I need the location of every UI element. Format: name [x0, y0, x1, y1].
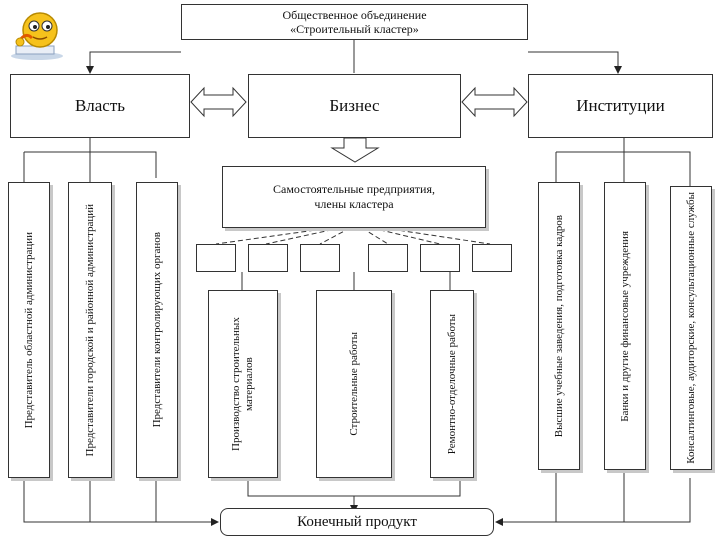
institution-column-3: Консалтинговые, аудиторские, консультаци…: [670, 186, 712, 470]
enterprises-box: Самостоятельные предприятия, члены класт…: [222, 166, 486, 228]
small-box: [420, 244, 460, 272]
institution-column-1: Высшие учебные заведения, подготовка кад…: [538, 182, 580, 470]
header-box: Общественное объединение «Строительный к…: [181, 4, 528, 40]
small-box: [196, 244, 236, 272]
institutions-box: Институции: [528, 74, 713, 138]
institution-column-3-label: Консалтинговые, аудиторские, консультаци…: [684, 192, 697, 464]
power-column-3: Представители контролирующих органов: [136, 182, 178, 478]
institution-column-2: Банки и другие финансовые учреждения: [604, 182, 646, 470]
power-column-2: Представители городской и районной админ…: [68, 182, 112, 478]
final-product-box: Конечный продукт: [220, 508, 494, 536]
small-box: [472, 244, 512, 272]
power-column-2-label: Представители городской и районной админ…: [83, 203, 96, 457]
power-label: Власть: [74, 96, 126, 115]
header-line1: Общественное объединение: [282, 8, 427, 22]
institution-column-2-label: Банки и другие финансовые учреждения: [618, 230, 631, 422]
enterprises-line1: Самостоятельные предприятия,: [272, 182, 435, 196]
final-product-label: Конечный продукт: [297, 513, 417, 530]
business-column-2-label: Строительные работы: [347, 332, 360, 436]
institutions-label: Институции: [576, 96, 665, 115]
small-box: [368, 244, 408, 272]
power-box: Власть: [10, 74, 190, 138]
business-label: Бизнес: [329, 96, 380, 115]
thinking-emoji-logo-icon: [6, 6, 68, 62]
small-box: [300, 244, 340, 272]
business-column-1: Производство строительных материалов: [208, 290, 278, 478]
business-box: Бизнес: [248, 74, 461, 138]
business-column-1-label: Производство строительных материалов: [230, 317, 255, 451]
enterprises-line2: члены кластера: [314, 197, 394, 211]
business-column-3: Ремонтно-отделочные работы: [430, 290, 474, 478]
small-box: [248, 244, 288, 272]
power-column-3-label: Представители контролирующих органов: [150, 232, 163, 428]
header-line2: «Строительный кластер»: [290, 22, 419, 36]
power-column-1-label: Представитель областной администрации: [22, 231, 35, 429]
business-column-3-label: Ремонтно-отделочные работы: [445, 313, 458, 455]
institution-column-1-label: Высшие учебные заведения, подготовка кад…: [552, 214, 565, 438]
business-column-2: Строительные работы: [316, 290, 392, 478]
power-column-1: Представитель областной администрации: [8, 182, 50, 478]
